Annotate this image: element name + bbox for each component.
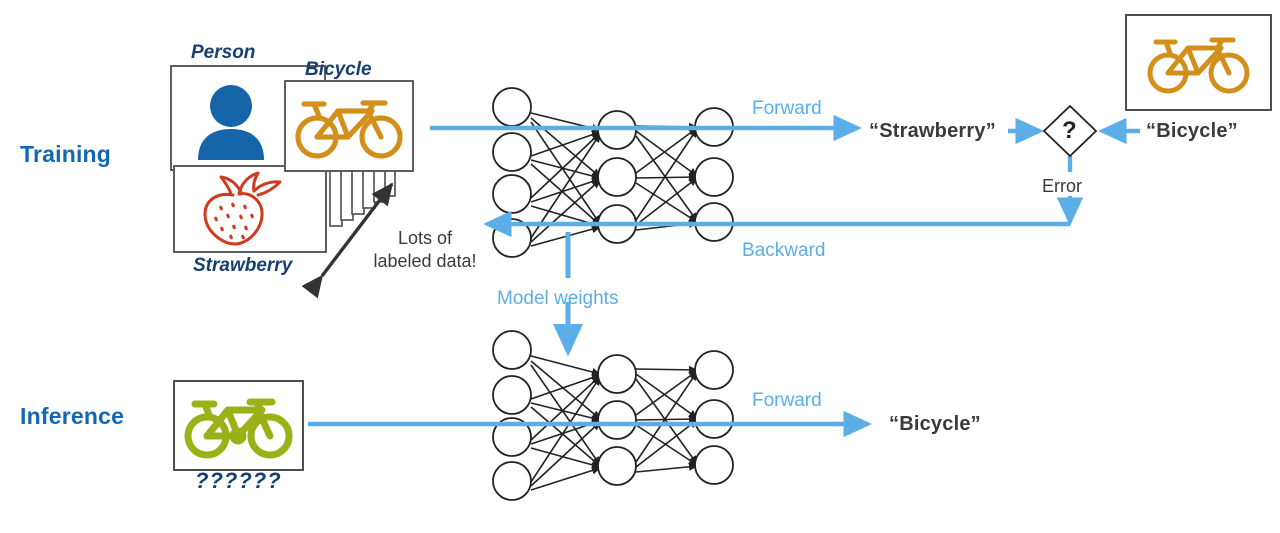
inference-input-card	[173, 380, 304, 471]
section-label-inference: Inference	[20, 403, 125, 429]
bicycle-icon	[1147, 37, 1250, 94]
lots-of-labeled-data-note: Lots of labeled data!	[370, 227, 480, 272]
training-card-strawberry	[173, 165, 327, 253]
ground-truth-image-card	[1125, 14, 1272, 111]
bicycle-icon	[184, 398, 293, 459]
person-icon	[198, 85, 264, 160]
inference-forward-label: Forward	[752, 390, 822, 411]
training-backward-label: Backward	[742, 240, 826, 261]
inference-network	[492, 330, 734, 501]
error-label: Error	[1042, 176, 1082, 196]
training-card-bicycle	[284, 80, 414, 172]
training-card-stack	[329, 167, 396, 227]
lots-of-data-arrow	[301, 182, 394, 299]
inference-prediction-label: “Bicycle”	[889, 413, 981, 435]
card-caption-strawberry: Strawberry	[193, 255, 293, 276]
bicycle-icon	[295, 100, 403, 159]
inference-input-caption: ??????	[195, 468, 282, 493]
compare-question-mark: ?	[1062, 117, 1077, 144]
training-network	[492, 87, 734, 258]
model-weights-label: Model weights	[497, 288, 619, 309]
strawberry-seeds	[214, 202, 254, 240]
compare-diamond	[1042, 104, 1098, 158]
lots-of-data-line2: labeled data!	[373, 250, 477, 271]
training-forward-label: Forward	[752, 98, 822, 119]
strawberry-icon	[203, 171, 282, 246]
training-prediction-label: “Strawberry”	[869, 120, 996, 142]
card-caption-bicycle: Bicycle	[305, 59, 372, 80]
training-ground-truth-label: “Bicycle”	[1146, 120, 1238, 142]
section-label-training: Training	[20, 141, 112, 167]
lots-of-data-line1: Lots of	[397, 228, 453, 248]
card-caption-person: Person	[191, 42, 256, 63]
